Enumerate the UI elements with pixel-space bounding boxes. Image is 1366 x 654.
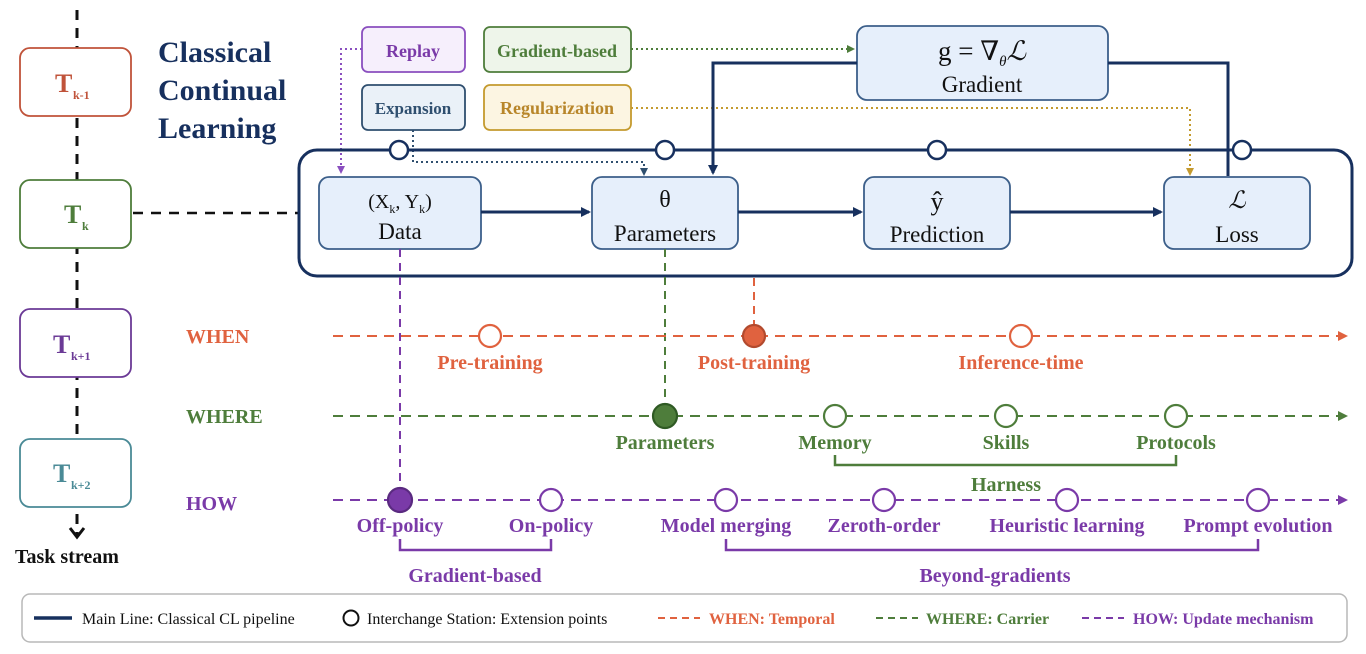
task-stream-arrow [68,527,86,540]
station-node [654,139,676,161]
svg-text:Continual: Continual [158,74,286,107]
gradient-based-bracket [398,539,553,552]
when-station-post-training [741,323,767,349]
page-title: Classical Continual Learning [158,36,286,145]
legend-how-label: HOW: Update mechanism [1133,611,1314,628]
expansion-box: Expansion [361,84,466,131]
legend-station-label: Interchange Station: Extension points [367,611,607,628]
regularization-connector [631,107,1194,176]
prediction-box: ŷ Prediction [863,176,1011,250]
svg-text:Learning: Learning [158,112,276,145]
svg-text:T: T [55,69,72,98]
svg-text:(Xk, Yk): (Xk, Yk) [368,191,431,216]
legend-when-label: WHEN: Temporal [709,611,835,628]
how-model-merging-label: Model merging [661,515,792,537]
task-k: T k [19,179,132,249]
svg-text:Gradient-based: Gradient-based [497,41,617,61]
regularization-box: Regularization [483,84,632,131]
svg-text:ℒ: ℒ [1228,188,1246,214]
when-station-inference-time [1008,323,1034,349]
svg-text:Classical: Classical [158,36,271,69]
where-protocols-label: Protocols [1136,432,1216,454]
replay-box: Replay [361,26,466,73]
svg-text:k-1: k-1 [73,88,90,102]
gradient-based-group-label: Gradient-based [408,565,541,587]
svg-text:T: T [53,459,70,488]
data-box: (Xk, Yk) Data [318,176,482,250]
how-station-prompt-evolution [1245,487,1271,513]
where-label: WHERE [186,406,263,428]
how-on-policy-label: On-policy [509,515,593,537]
where-memory-label: Memory [798,432,871,454]
svg-text:k: k [82,219,89,233]
how-heuristic-learning-label: Heuristic learning [990,515,1145,537]
svg-text:Gradient: Gradient [942,72,1023,97]
where-skills-label: Skills [983,432,1030,454]
gradient-formula: g = ∇θℒ [938,36,1026,70]
gradient-based-method-box: Gradient-based [483,26,632,73]
harness-label: Harness [971,474,1041,496]
how-station-model-merging [713,487,739,513]
svg-text:Parameters: Parameters [614,221,716,246]
when-pre-training-label: Pre-training [437,352,542,374]
svg-text:Prediction: Prediction [890,222,985,247]
how-label: HOW [186,493,237,515]
svg-text:θ: θ [659,187,671,213]
svg-text:Expansion: Expansion [375,99,452,118]
when-station-pre-training [477,323,503,349]
when-label: WHEN [186,326,250,348]
loss-to-gradient-line [1108,61,1230,176]
when-inference-time-label: Inference-time [958,352,1083,374]
harness-bracket [833,455,1178,467]
svg-text:k+2: k+2 [71,478,91,492]
station-node [926,139,948,161]
where-station-protocols [1163,403,1189,429]
svg-text:T: T [53,330,70,359]
pipeline-container [297,148,1354,278]
parameters-box: θ Parameters [591,176,739,250]
legend-main-line-label: Main Line: Classical CL pipeline [82,611,295,628]
svg-text:Loss: Loss [1215,222,1259,247]
how-station-on-policy [538,487,564,513]
how-prompt-evolution-label: Prompt evolution [1183,515,1332,537]
svg-text:k+1: k+1 [71,349,91,363]
where-parameters-label: Parameters [616,432,715,454]
how-station-off-policy [386,486,414,514]
legend-where-label: WHERE: Carrier [926,611,1049,628]
beyond-gradients-group-label: Beyond-gradients [919,565,1070,587]
svg-text:T: T [64,200,81,229]
how-station-heuristic-learning [1054,487,1080,513]
station-node [388,139,410,161]
svg-text:Regularization: Regularization [500,98,614,118]
where-station-skills [993,403,1019,429]
svg-text:Data: Data [378,219,421,244]
how-station-zeroth-order [871,487,897,513]
how-off-policy-label: Off-policy [357,515,444,537]
task-stream-label: Task stream [15,546,119,568]
beyond-gradients-bracket [724,539,1260,552]
svg-text:ŷ: ŷ [931,187,944,216]
expansion-connector [412,130,648,176]
loss-box: ℒ Loss [1163,176,1311,250]
where-station-parameters [651,402,679,430]
task-k-plus-2: T k+2 [19,438,132,508]
task-k-minus-1: T k-1 [19,47,132,117]
task-k-plus-1: T k+1 [19,308,132,378]
replay-connector [337,48,362,174]
gradient-to-params-line [708,61,857,175]
svg-text:Replay: Replay [386,41,440,61]
gradient-box: g = ∇θℒ Gradient [856,25,1109,101]
when-post-training-label: Post-training [698,352,810,374]
legend-station-icon [342,609,360,627]
how-zeroth-order-label: Zeroth-order [828,515,941,537]
station-node [1231,139,1253,161]
where-station-memory [822,403,848,429]
